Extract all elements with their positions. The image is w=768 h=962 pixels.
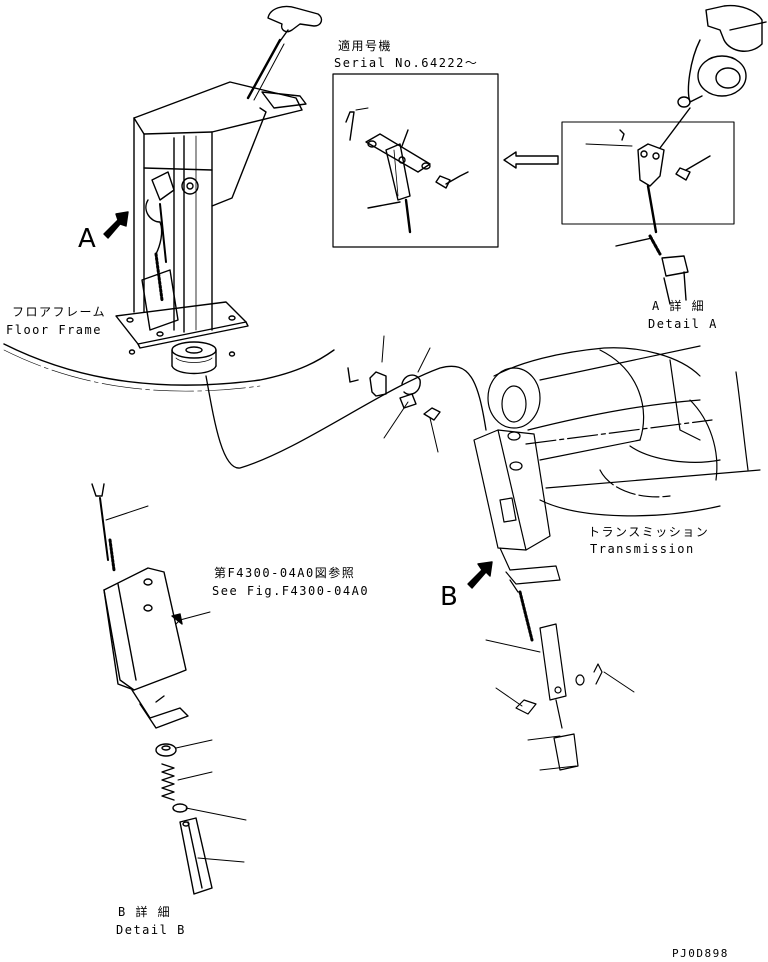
floor-frame-jp-label: フロアフレーム [12, 305, 107, 319]
detail-b-en-label: Detail B [116, 923, 186, 937]
see-fig-jp-label: 第F4300-04A0図参照 [214, 566, 356, 580]
callout-a-label: A [78, 224, 96, 254]
transmission-jp-label: トランスミッション [588, 525, 710, 539]
serial-detail-box [332, 73, 559, 248]
callout-b-label: B [440, 582, 458, 612]
arrow-b-icon [467, 561, 493, 589]
floor-frame-en-label: Floor Frame [6, 323, 102, 337]
detail-a-drawing [561, 4, 767, 305]
transmission-en-label: Transmission [590, 542, 695, 556]
detail-b-drawing [91, 483, 247, 895]
see-fig-en-label: See Fig.F4300-04A0 [212, 584, 370, 598]
control-lever-assembly [3, 5, 335, 392]
drawing-code: PJ0D898 [672, 947, 729, 960]
transmission-drawing [473, 345, 761, 771]
serial-number-label: Serial No.64222〜 [334, 56, 479, 70]
arrow-a-icon [103, 211, 129, 239]
cable-clamp-parts [347, 335, 441, 453]
detail-a-en-label: Detail A [648, 317, 718, 331]
serial-box-title: 適用号機 [338, 39, 393, 53]
detail-b-jp-label: B 詳 細 [118, 905, 172, 919]
control-cable [205, 365, 487, 469]
detail-a-jp-label: A 詳 細 [652, 299, 706, 313]
